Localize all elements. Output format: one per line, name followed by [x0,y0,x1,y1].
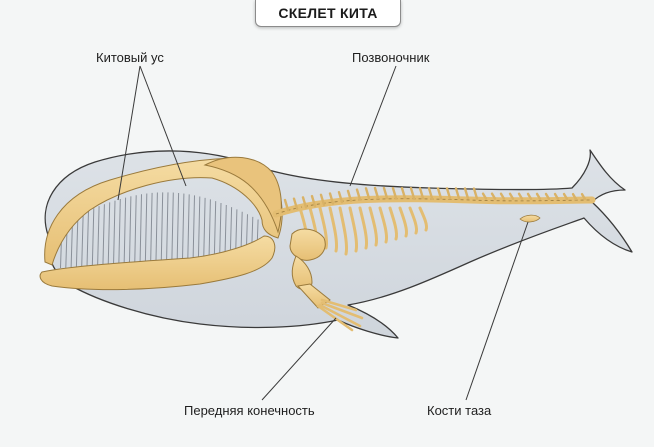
leader-baleen-1 [117,65,141,201]
vertebra-spine [364,187,371,200]
vertebra-spine [427,187,434,200]
vertebra-spine [409,186,416,200]
vertebra-spine [553,192,560,201]
label-baleen: Китовый ус [96,50,164,65]
vertebra-spine [481,192,488,200]
label-front-limb: Передняя конечность [184,403,315,418]
vertebra-spine [463,187,470,200]
finger-bones [316,298,364,332]
vertebra-spine [526,192,533,201]
vertebra-spine [301,196,308,209]
vertebra-spine [436,187,443,200]
baleen-plate [81,212,84,268]
baleen-plate [208,199,211,264]
baleen-plate [97,206,100,267]
baleen-plate [113,200,116,267]
baleen-plate [123,197,127,267]
label-spine: Позвоночник [352,50,430,65]
vertebra-spine [508,192,515,200]
vertebrae-spines [283,186,587,212]
scapula [289,228,326,261]
leader-pelvis [465,221,529,401]
vertebra-spine [319,193,326,207]
rib [418,206,428,232]
baleen-plate [176,192,180,265]
title-badge: СКЕЛЕТ КИТА [255,0,401,27]
vertebra-spine [310,194,317,208]
leader-baleen-2 [139,65,187,187]
vertebra-spine [490,192,497,200]
baleen-plate [155,192,158,266]
baleen-plate [139,194,142,266]
baleen-plate [91,208,95,268]
baleen-plate [102,204,105,267]
rib [318,206,328,250]
baleen-plate [166,192,169,265]
rib [358,206,368,250]
vertebra-spine [292,197,299,210]
skull-crest [203,156,282,234]
rib [368,206,378,247]
leader-spine [349,65,397,187]
rib [408,206,418,235]
baleen-plate [107,202,111,267]
rib [338,206,348,256]
vertebra-spine [472,187,479,200]
vertebra-spine [418,187,425,200]
vertebra-spine [562,192,569,201]
baleen-plate [197,196,201,264]
vertebra-spine [382,186,389,200]
skull-upper-jaw [44,157,283,266]
vertebra-spine [544,192,551,201]
vertebra-spine [283,198,290,212]
baleen-plate [144,193,148,266]
vertebra-spine [580,192,587,201]
vertebra-spine [445,187,452,200]
pelvis-bones [519,214,541,223]
rib [388,206,398,241]
lower-jaw [39,235,276,291]
baleen-plate [150,192,153,266]
baleen-plate [134,195,137,266]
vertebra-spine [355,188,362,201]
vertebra-spine [373,186,380,200]
label-pelvis: Кости таза [427,403,492,418]
vertebra-spine [391,186,398,200]
diagram-title: СКЕЛЕТ КИТА [278,5,378,21]
baleen-plate [203,197,206,264]
rib [398,206,408,238]
vertebra-spine [571,192,578,201]
baleen-plate [128,196,132,266]
leader-front-limb [261,317,337,401]
vertebra-spine [517,192,524,201]
rib [328,206,338,253]
baleen-plate [86,210,89,268]
rib [378,206,388,244]
vertebra-spine [328,192,335,205]
leader-lines [117,65,529,401]
vertebra-spine [400,186,407,200]
vertebra-spine [454,187,461,200]
baleen-plate [192,195,195,264]
rib [348,206,358,253]
baleen-plate [213,201,217,264]
vertebra-spine [337,190,344,204]
baleen-plate [75,214,79,268]
baleen-plate [160,192,164,265]
baleen-plate [187,194,190,265]
baleen-plate [171,192,174,265]
baleen-plate [181,193,185,265]
vertebra-spine [346,189,353,203]
baleen-plate [118,199,121,267]
vertebra-spine [535,192,542,201]
vertebra-spine [499,192,506,200]
